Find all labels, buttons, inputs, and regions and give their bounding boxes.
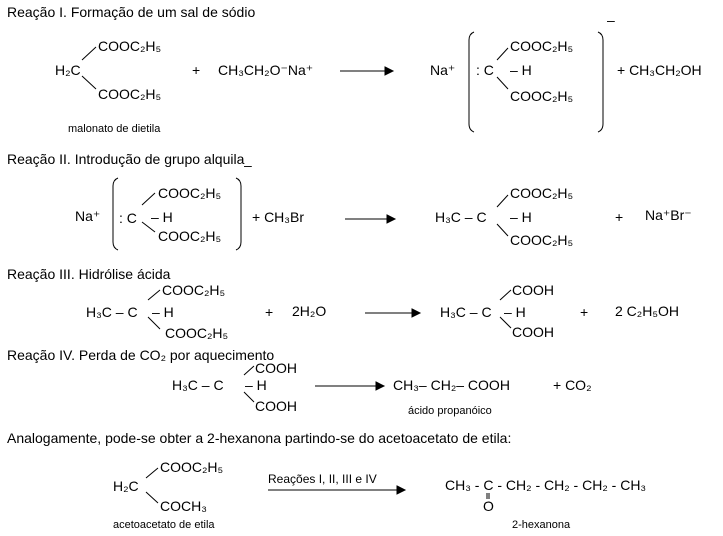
formula: COOC₂H₅ <box>98 38 162 54</box>
bond <box>496 47 509 61</box>
formula: COOH <box>512 324 554 340</box>
formula: COOC₂H₅ <box>165 325 229 341</box>
formula: CH₃CH₂O⁻Na⁺ <box>218 62 314 78</box>
bracket-right <box>235 177 242 251</box>
formula: + CH₃Br <box>252 209 304 225</box>
charge: – <box>244 157 252 173</box>
formula: O <box>483 498 494 514</box>
formula: 2 C₂H₅OH <box>615 303 679 319</box>
bracket-left <box>468 31 475 133</box>
reaction-2-title: Reação II. Introdução de grupo alquila <box>7 151 245 167</box>
formula: H₃C – C <box>172 377 224 393</box>
bond <box>81 75 97 90</box>
bond <box>496 223 509 237</box>
analog-text: Analogamente, pode-se obter a 2-hexanona… <box>7 430 512 446</box>
formula: Na⁺ <box>75 208 101 224</box>
formula: + CH₃CH₂OH <box>617 62 702 78</box>
formula: CH₃– CH₂– COOH <box>393 377 510 393</box>
compound-label: 2-hexanona <box>512 519 571 531</box>
reaction-arrow <box>365 308 422 318</box>
bond <box>145 491 159 504</box>
formula: – H <box>510 62 532 78</box>
formula: COOC₂H₅ <box>158 228 222 244</box>
formula: COCH₃ <box>160 498 207 514</box>
charge: – <box>607 12 615 28</box>
reaction-1-title: Reação I. Formação de um sal de sódio <box>7 4 256 20</box>
formula: – H <box>152 304 174 320</box>
bond <box>243 391 255 403</box>
bond <box>141 221 156 233</box>
formula: H₂C <box>113 478 139 494</box>
formula: Na⁺Br⁻ <box>645 207 692 223</box>
formula: – H <box>151 209 173 225</box>
bond <box>147 316 161 330</box>
bond <box>496 76 509 90</box>
formula: COOC₂H₅ <box>510 232 574 248</box>
bond <box>496 194 509 208</box>
formula: COOH <box>512 282 554 298</box>
reaction-arrow <box>340 66 395 76</box>
bond <box>499 289 512 301</box>
formula: COOC₂H₅ <box>510 185 574 201</box>
formula: : C <box>119 210 137 226</box>
bond <box>499 316 512 329</box>
reaction-arrow <box>268 485 407 495</box>
formula: COOC₂H₅ <box>98 86 162 102</box>
arrow-label: Reações I, II, III e IV <box>268 472 377 486</box>
formula: Na⁺ <box>430 62 456 78</box>
compound-label: acetoacetato de etila <box>113 519 215 531</box>
bond <box>81 46 97 61</box>
formula: COOC₂H₅ <box>510 38 574 54</box>
formula: + CO₂ <box>553 377 592 393</box>
reaction-arrow <box>315 381 386 391</box>
bond <box>243 365 255 376</box>
bond <box>141 192 156 206</box>
formula: COOC₂H₅ <box>160 459 224 475</box>
reaction-arrow <box>345 214 397 224</box>
compound-label: ácido propanóico <box>408 405 492 417</box>
bond <box>147 289 161 301</box>
formula: – H <box>245 377 267 393</box>
formula: H₂C <box>55 62 81 78</box>
formula: – H <box>504 304 526 320</box>
formula: : C <box>476 62 494 78</box>
bracket-right <box>597 31 604 133</box>
reaction-3-title: Reação III. Hidrólise ácida <box>7 266 171 282</box>
formula: COOH <box>255 398 297 414</box>
formula: CH₃ - C - CH₂ - CH₂ - CH₂ - CH₃ <box>445 477 647 493</box>
formula: H₃C – C <box>435 209 487 225</box>
formula: H₃C – C <box>86 304 138 320</box>
formula: H₃C – C <box>440 304 492 320</box>
formula: 2H₂O <box>292 303 327 319</box>
reaction-4-title: Reação IV. Perda de CO₂ por aquecimento <box>7 347 275 363</box>
plus-sign: + <box>265 304 274 320</box>
formula: COOC₂H₅ <box>510 88 574 104</box>
compound-label: malonato de dietila <box>68 123 161 135</box>
bond <box>145 467 159 479</box>
plus-sign: + <box>615 209 624 225</box>
plus-sign: + <box>192 62 201 78</box>
formula: – H <box>510 209 532 225</box>
bracket-left <box>112 177 119 251</box>
formula: COOC₂H₅ <box>162 282 226 298</box>
plus-sign: + <box>580 304 589 320</box>
formula: COOH <box>255 360 297 376</box>
formula: COOC₂H₅ <box>158 185 222 201</box>
